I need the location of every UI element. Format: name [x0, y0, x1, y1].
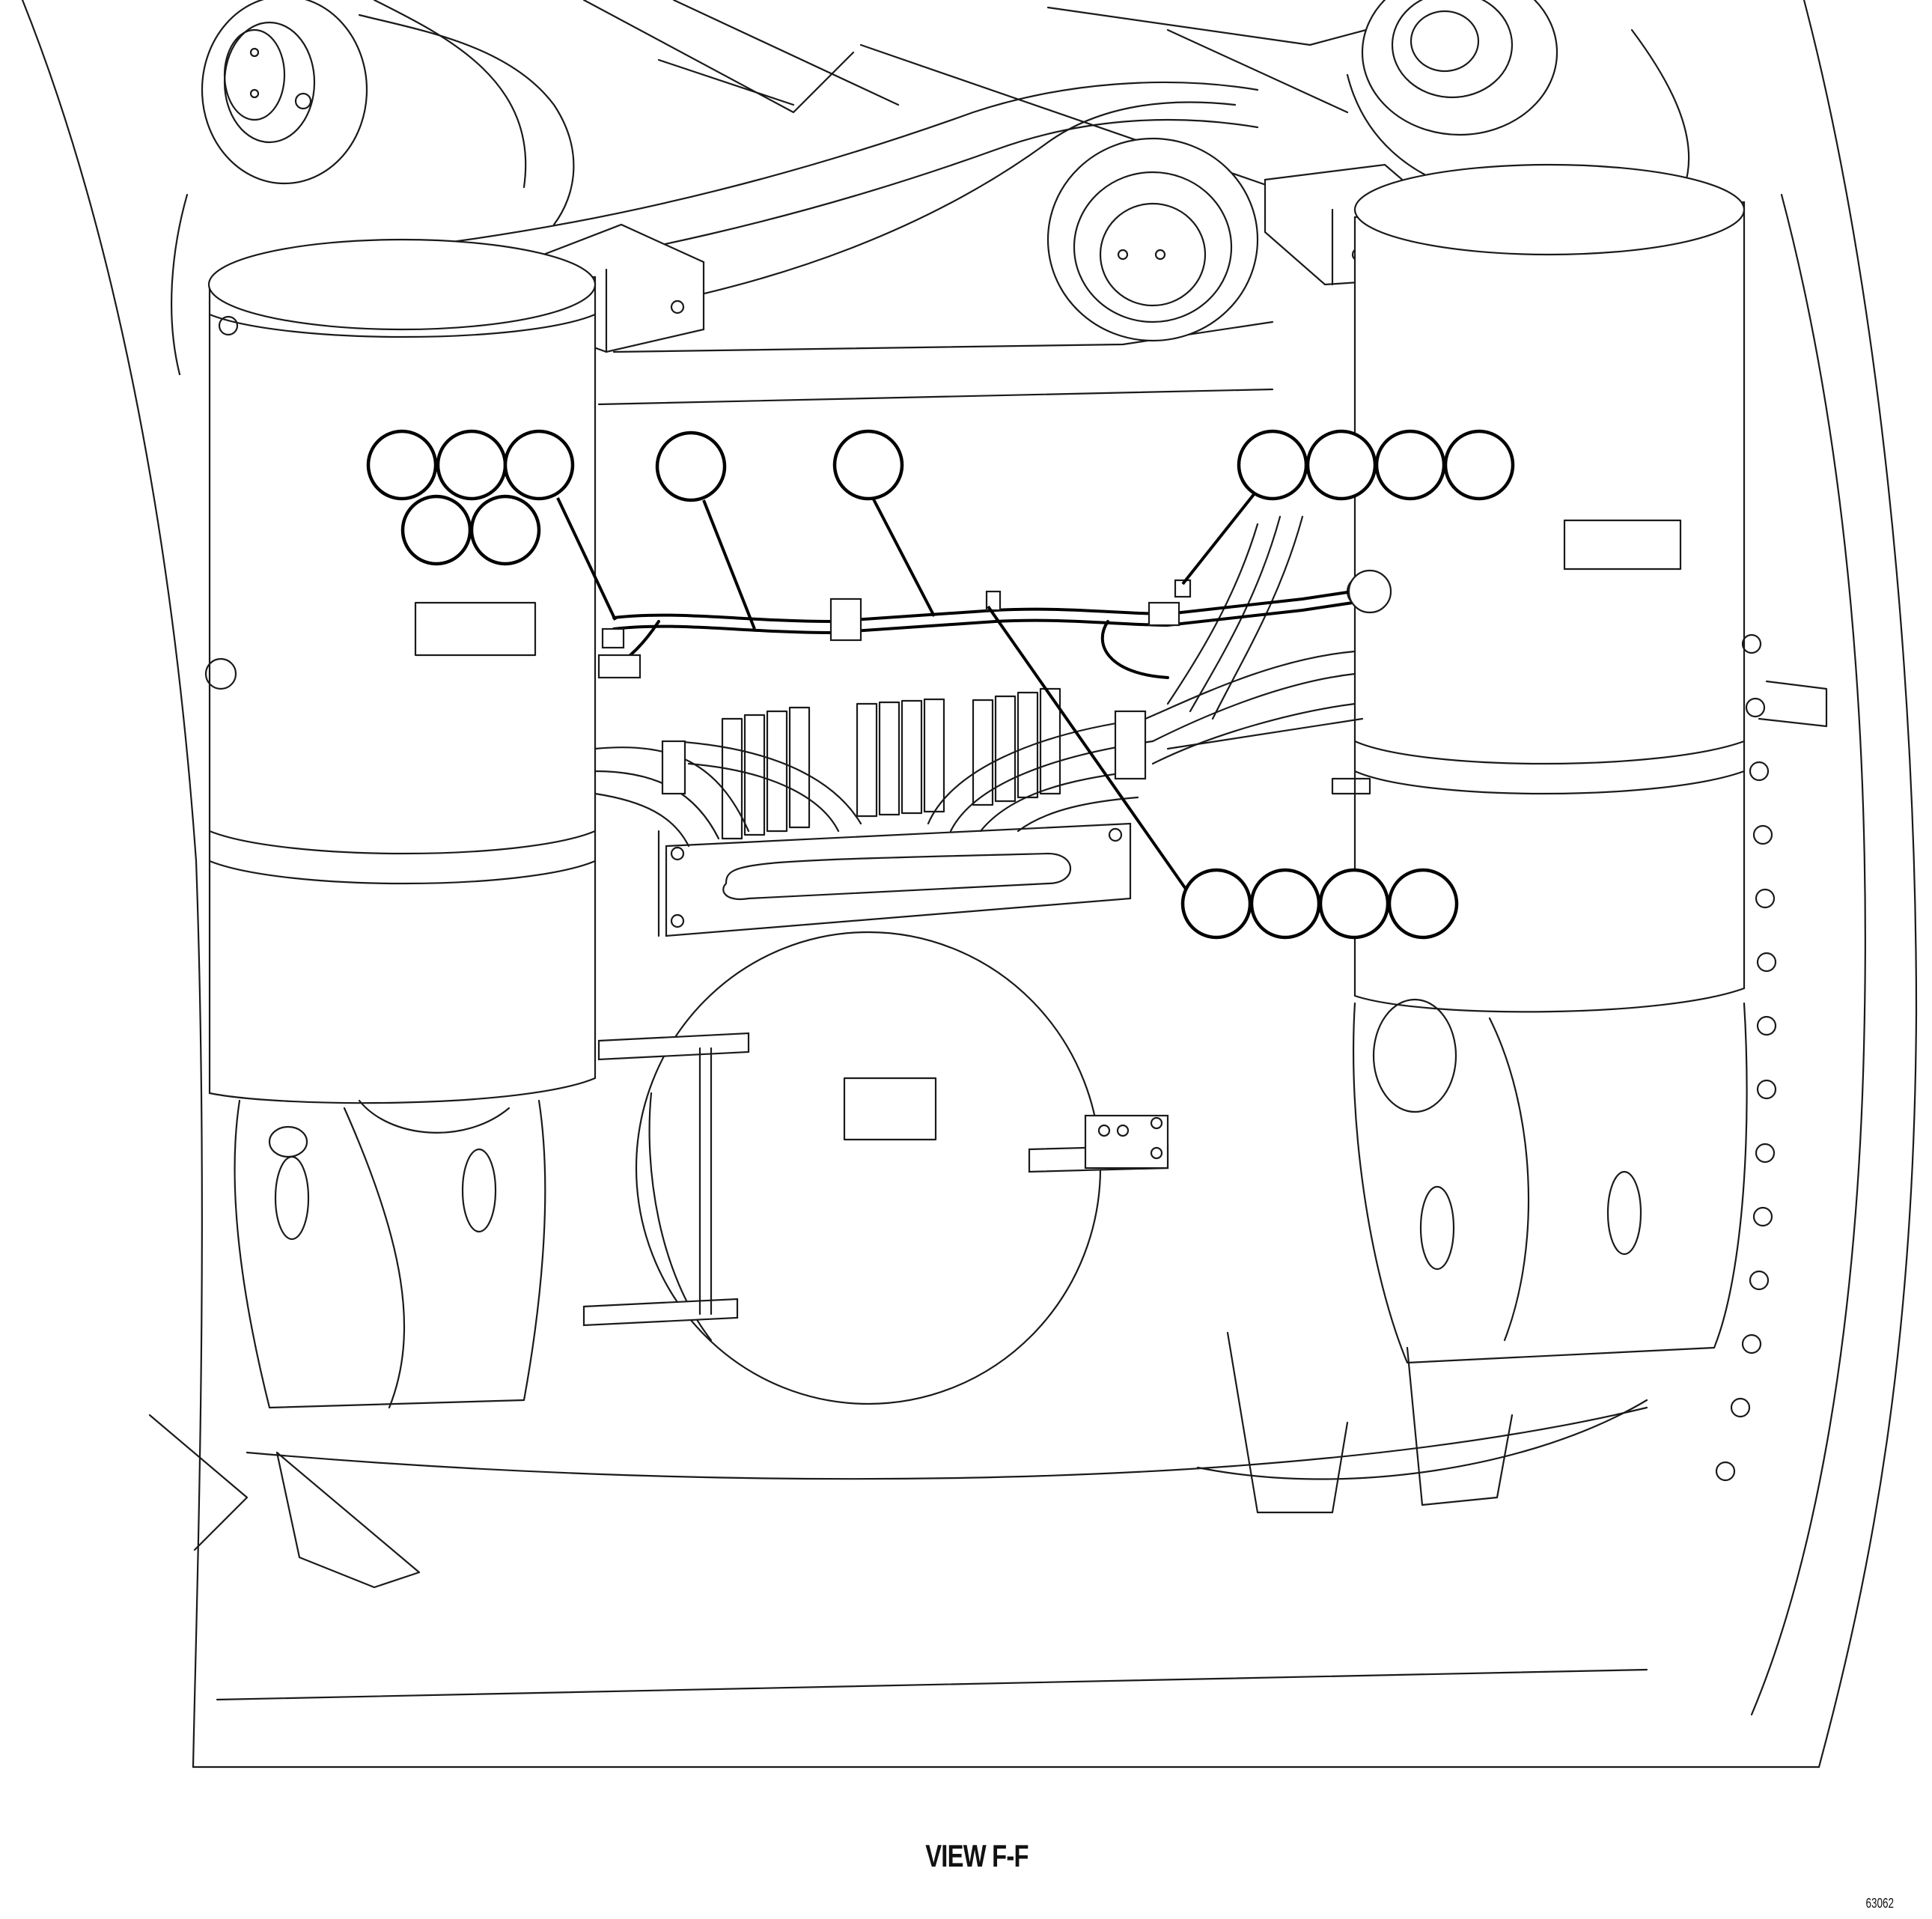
upper-left-wheel	[171, 0, 575, 376]
right-flange-bolts	[1715, 633, 1828, 1482]
callout-bubble	[436, 429, 508, 501]
hose-manifold	[594, 515, 1364, 937]
callout-bubble	[832, 429, 904, 501]
right-cylinder	[1331, 163, 1746, 1013]
callout-bubble	[1387, 868, 1459, 940]
callout-bubble	[469, 494, 541, 566]
figure-number: 63062	[1865, 1896, 1894, 1911]
outer-housing	[21, 0, 1918, 1769]
callout-bubble	[1249, 868, 1321, 940]
left-cylinder	[204, 238, 597, 1104]
wiring-harness	[597, 569, 1392, 679]
callout-bubble	[503, 429, 575, 501]
access-cover	[582, 931, 1169, 1405]
callout-bubble	[400, 494, 472, 566]
lower-right-linkage	[1196, 998, 1748, 1514]
callout-bubble	[1180, 868, 1252, 940]
callout-leaders	[556, 488, 1259, 907]
callout-bubble	[1237, 429, 1308, 501]
lower-left-linkage	[148, 1099, 546, 1589]
callout-bubble	[655, 431, 727, 502]
callout-group-center	[832, 429, 904, 501]
callout-group-lower-right	[1180, 868, 1459, 940]
callout-bubble	[366, 429, 438, 501]
upper-right-wheel	[1346, 0, 1690, 196]
center-pivot-boss	[1046, 137, 1259, 342]
view-title: VIEW F-F	[925, 1838, 1029, 1873]
callout-group-left	[366, 429, 575, 566]
callout-group-upper-right	[1237, 429, 1515, 501]
callout-bubble	[1305, 429, 1377, 501]
callout-bubble	[1443, 429, 1515, 501]
callout-group-center-left	[655, 431, 727, 502]
callout-bubble	[1374, 429, 1446, 501]
callout-bubble	[1318, 868, 1390, 940]
